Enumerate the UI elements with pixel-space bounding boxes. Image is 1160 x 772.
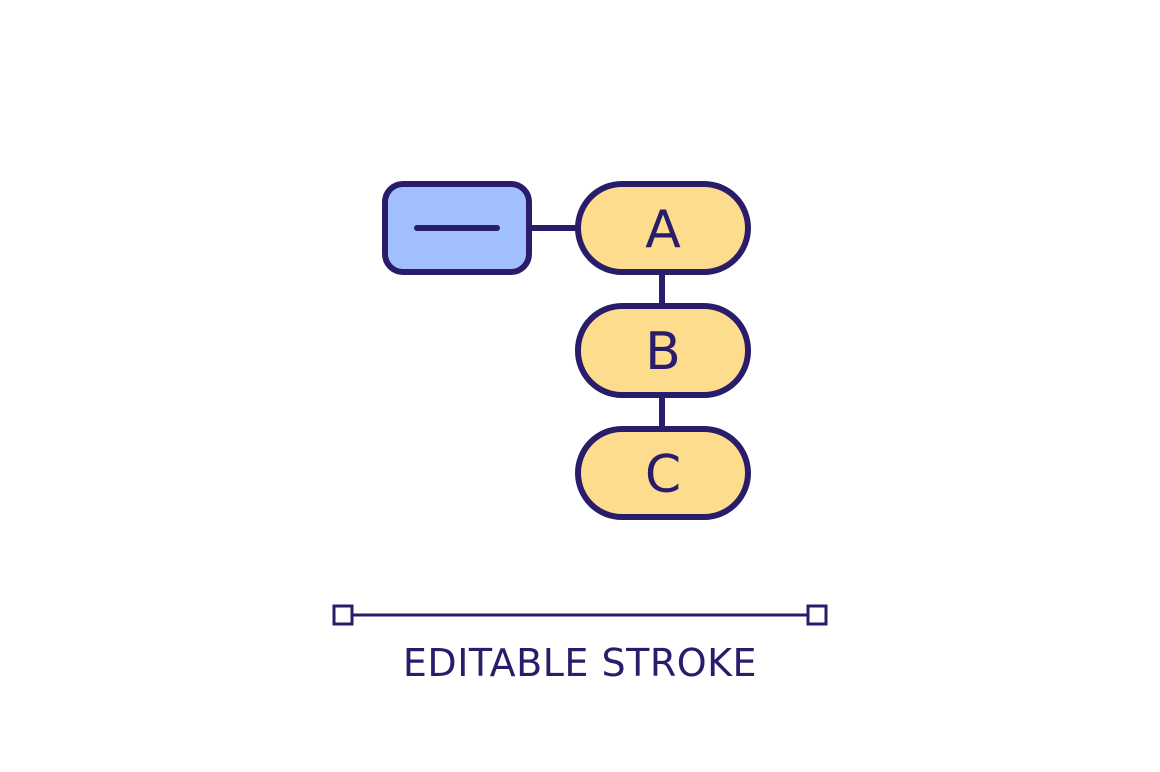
- editable-stroke-indicator: [332, 604, 828, 626]
- node-c-label: C: [645, 445, 681, 505]
- node-c: C: [575, 426, 751, 520]
- root-node: [382, 181, 532, 275]
- node-b-label: B: [645, 322, 681, 382]
- node-a-label: A: [645, 200, 681, 260]
- node-b: B: [575, 303, 751, 398]
- anchor-point-left-icon: [332, 604, 354, 626]
- node-a: A: [575, 181, 751, 275]
- anchor-point-right-icon: [806, 604, 828, 626]
- editable-stroke-caption: EDITABLE STROKE: [403, 641, 757, 685]
